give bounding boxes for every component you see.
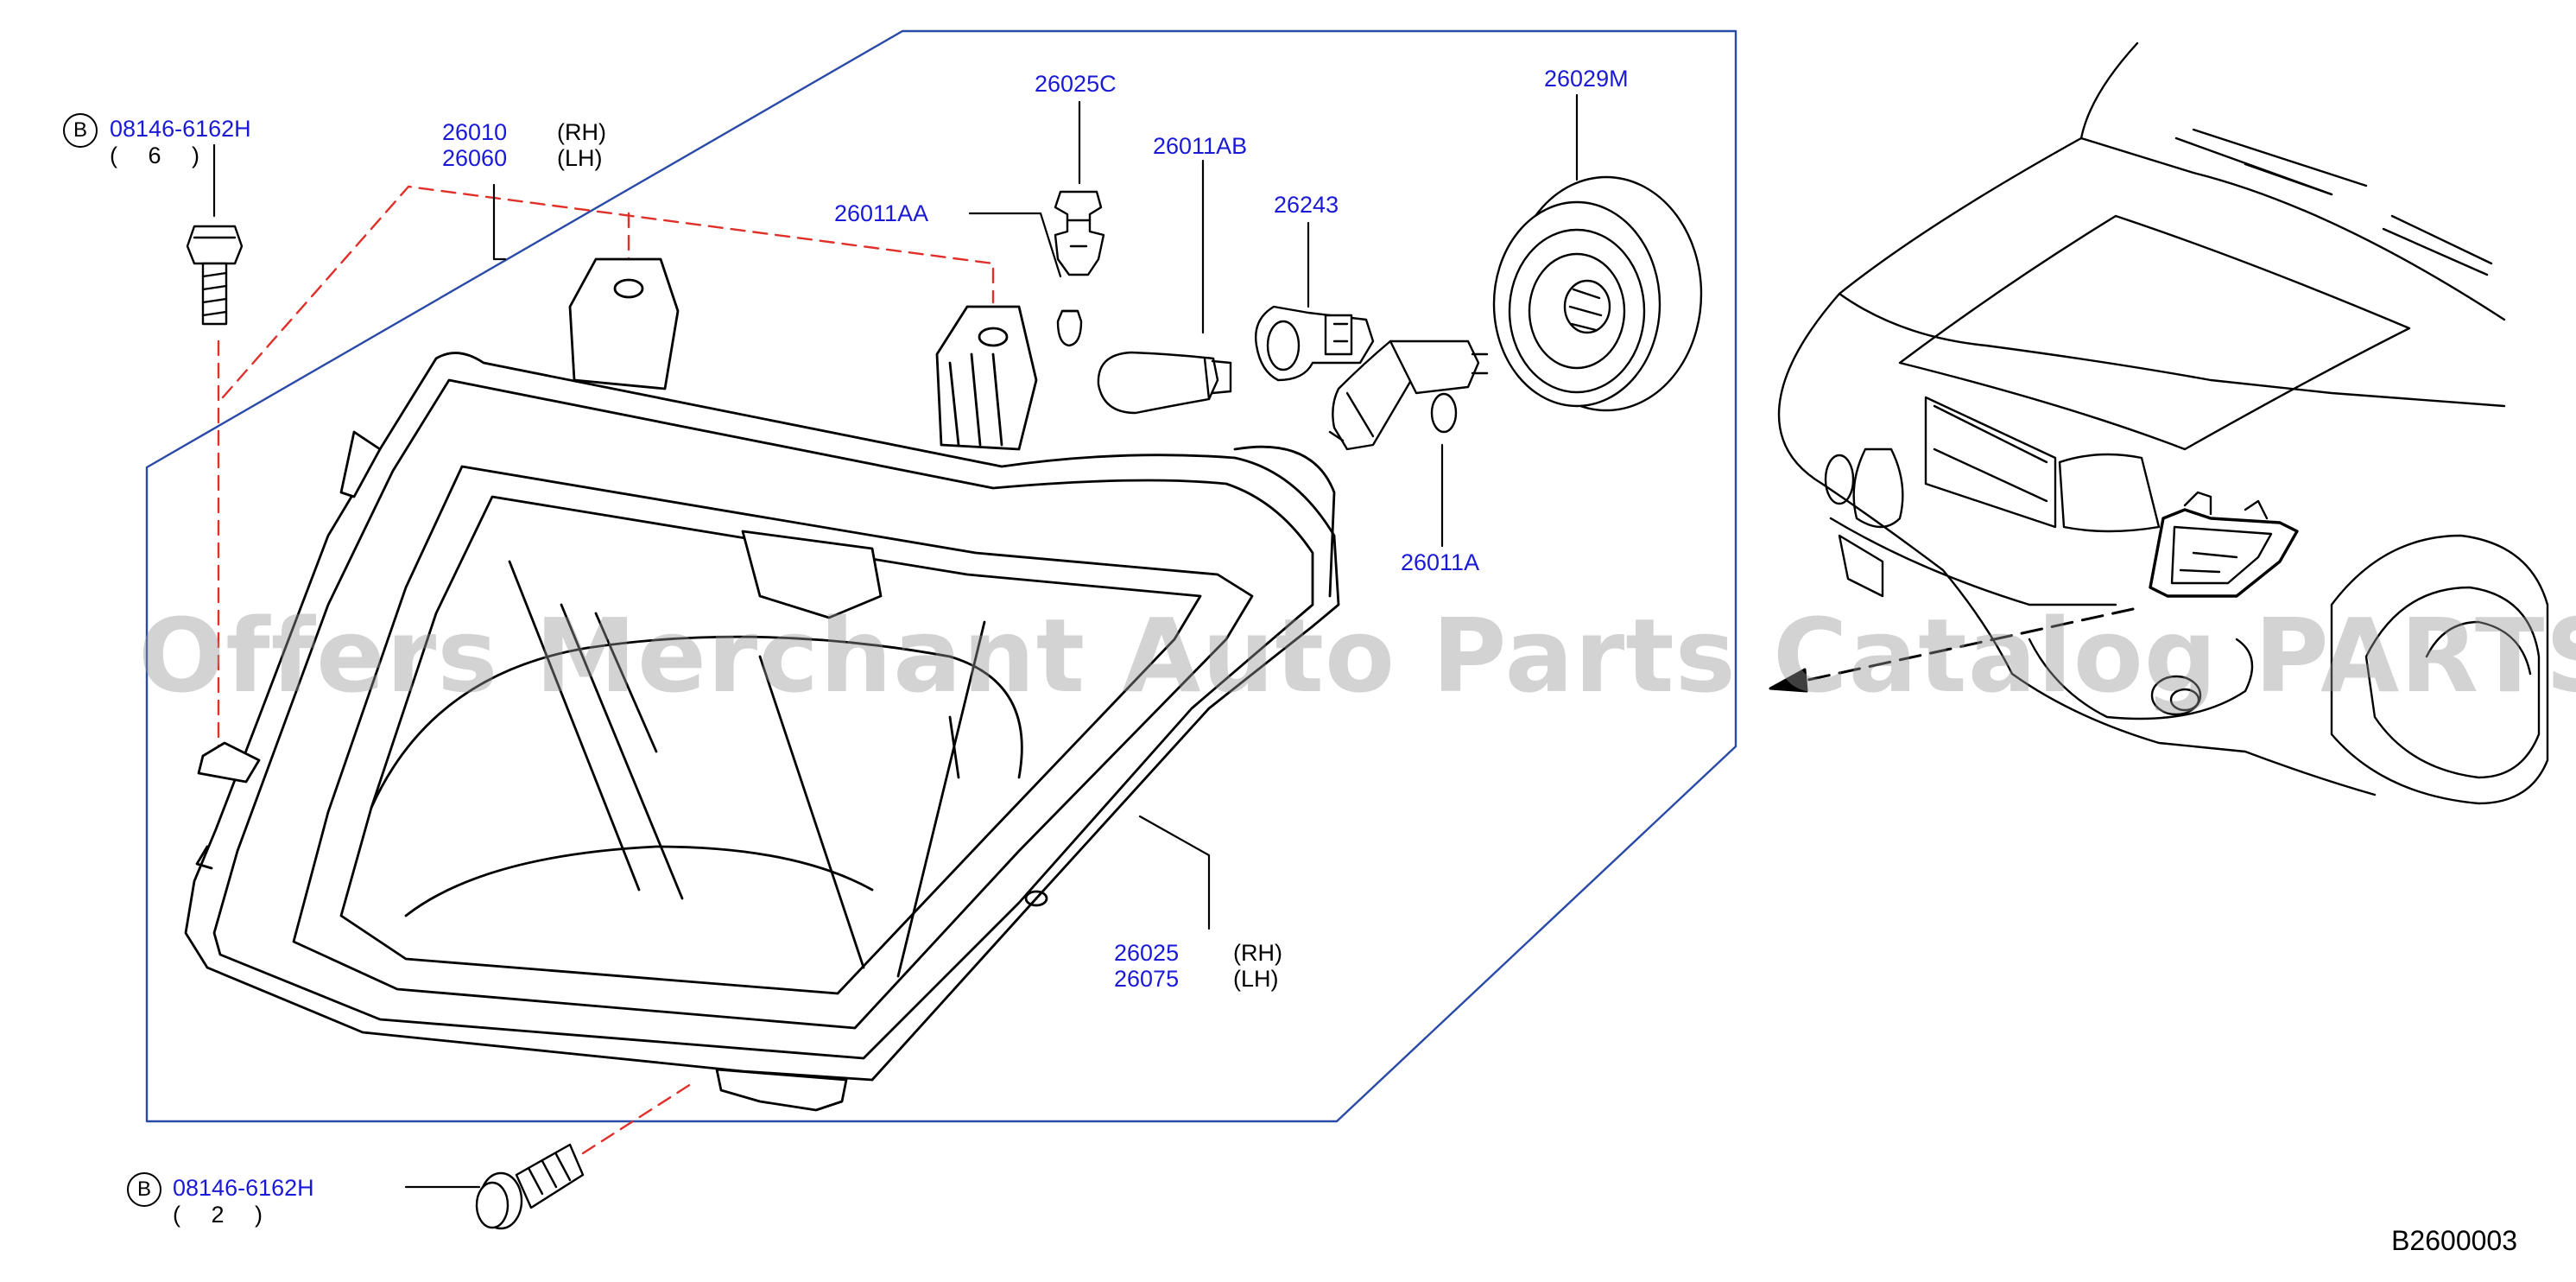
part-26243[interactable]: 26243: [1274, 192, 1339, 218]
bolt-qty-top: ( 6 ): [110, 143, 212, 168]
socket-26243: [1255, 305, 1375, 382]
part-26029m[interactable]: 26029M: [1544, 66, 1629, 92]
bulb-26011aa: [1056, 309, 1083, 347]
part-26010-side: (RH): [557, 119, 606, 145]
headlamp-assembly: [184, 257, 1340, 1112]
bulb-26011ab: [1097, 351, 1232, 415]
leader-lines: [212, 93, 1579, 1189]
bolt-part-number-top[interactable]: 08146-6162H: [110, 116, 251, 142]
socket-26025c: [1054, 190, 1105, 276]
part-26011ab[interactable]: 26011AB: [1153, 133, 1248, 159]
part-26025c[interactable]: 26025C: [1035, 71, 1117, 97]
bulb-26011a: [1328, 340, 1489, 451]
diagram-code: B2600003: [2391, 1225, 2517, 1256]
bolt-qty-bottom: ( 2 ): [173, 1202, 275, 1228]
watermark: Offers Merchant Auto Parts Catalog PARTS…: [138, 596, 2576, 715]
part-26010[interactable]: 26010: [442, 119, 508, 145]
part-26025-side: (RH): [1233, 940, 1282, 966]
part-26011aa[interactable]: 26011AA: [834, 200, 929, 226]
bolt-badge-bottom: B: [127, 1172, 161, 1207]
part-26060[interactable]: 26060: [442, 145, 508, 171]
exploded-view-frame: [145, 29, 1737, 1123]
part-26025[interactable]: 26025: [1114, 940, 1180, 966]
bolt-bottom: [475, 1143, 585, 1230]
location-arrow: [1769, 607, 2135, 693]
part-26075-side: (LH): [1233, 966, 1279, 992]
bolt-part-number-bottom[interactable]: 08146-6162H: [173, 1175, 314, 1201]
bolt-top: [186, 225, 244, 326]
part-26060-side: (LH): [557, 145, 603, 171]
bolt-badge-top: B: [63, 113, 98, 148]
dust-cap-26029m: [1492, 175, 1703, 412]
vehicle-front-view: [1777, 41, 2549, 805]
part-26011a[interactable]: 26011A: [1401, 549, 1480, 575]
part-26075[interactable]: 26075: [1114, 966, 1180, 992]
